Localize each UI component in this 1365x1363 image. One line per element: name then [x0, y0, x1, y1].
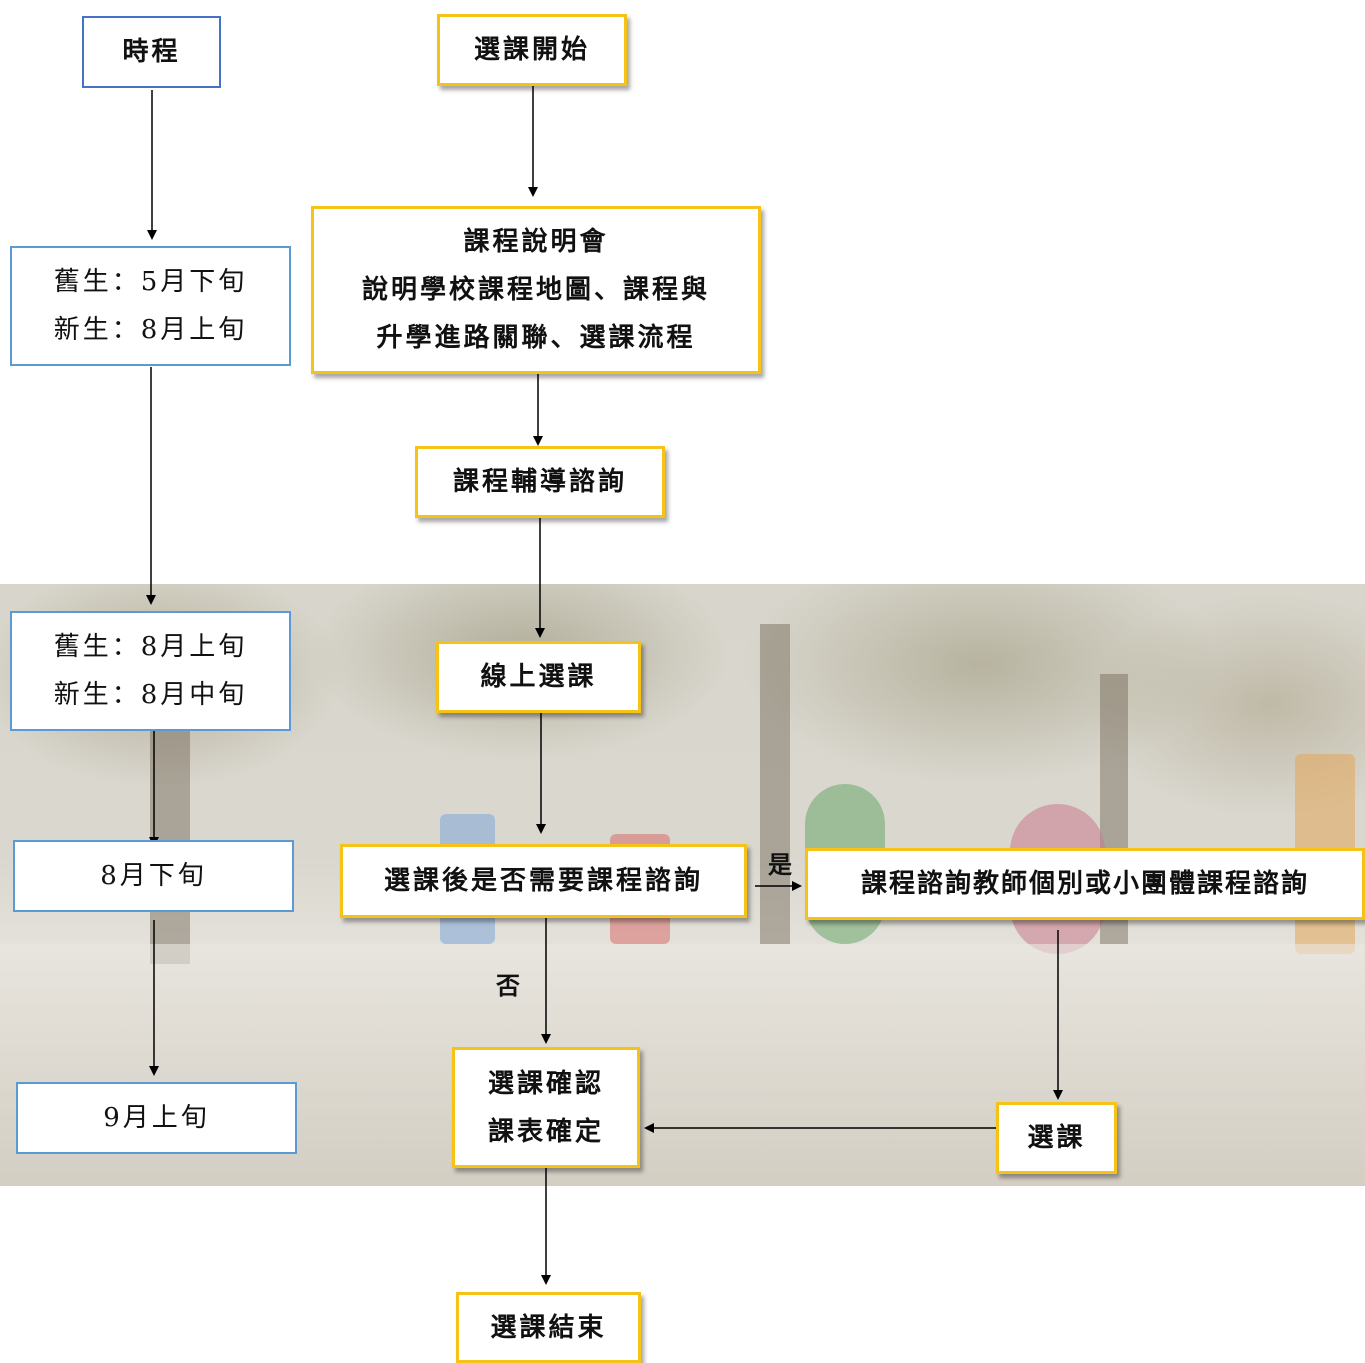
timeline-step-2: 舊生：8月上旬 新生：8月中旬 — [10, 611, 291, 731]
flow-info-session: 課程說明會 說明學校課程地圖、課程與 升學進路關聯、選課流程 — [311, 206, 761, 374]
timeline-step-2-line-2: 新生：8月中旬 — [53, 680, 248, 710]
confirm-line-1: 選課確認 — [487, 1068, 604, 1099]
flow-confirm: 選課確認 課表確定 — [452, 1047, 640, 1168]
timeline-step-1-line-1: 舊生：5月下旬 — [53, 267, 248, 297]
info-session-line-2: 說明學校課程地圖、課程與 — [361, 275, 710, 305]
flow-consultation: 課程諮詢教師個別或小團體課程諮詢 — [805, 848, 1365, 920]
yes-label: 是 — [768, 850, 792, 879]
flow-counseling: 課程輔導諮詢 — [415, 446, 665, 518]
timeline-step-2-line-1: 舊生：8月上旬 — [53, 632, 248, 662]
flow-online-selection: 線上選課 — [436, 641, 641, 713]
no-label: 否 — [496, 971, 520, 1000]
flow-end: 選課結束 — [456, 1292, 641, 1363]
timeline-step-1: 舊生：5月下旬 新生：8月上旬 — [10, 246, 291, 366]
timeline-step-4: 9月上旬 — [16, 1082, 297, 1154]
flow-reselect: 選課 — [996, 1102, 1117, 1174]
timeline-title: 時程 — [82, 16, 221, 88]
info-session-line-3: 升學進路關聯、選課流程 — [376, 323, 696, 353]
flow-decision: 選課後是否需要課程諮詢 — [340, 844, 747, 918]
timeline-step-3: 8月下旬 — [13, 840, 294, 912]
info-session-line-1: 課程說明會 — [463, 227, 609, 257]
timeline-step-1-line-2: 新生：8月上旬 — [53, 315, 248, 345]
flow-start: 選課開始 — [437, 14, 627, 86]
confirm-line-2: 課表確定 — [487, 1116, 604, 1147]
